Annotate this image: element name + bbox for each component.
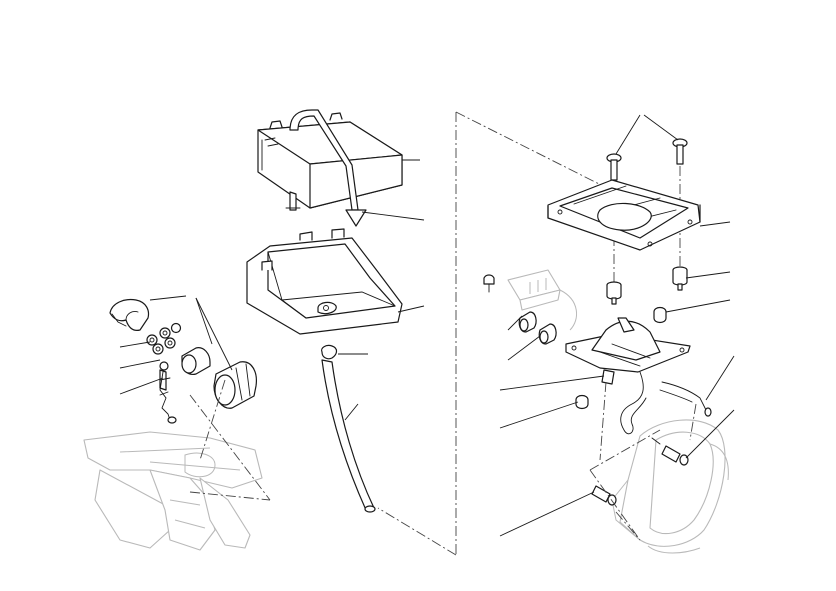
phantom-housing-right	[611, 419, 729, 554]
drain-hose	[321, 344, 376, 513]
centerline-markers	[189, 111, 616, 556]
wire-clip-part	[109, 298, 150, 331]
standoff-spacers	[606, 266, 688, 305]
connector-block	[483, 269, 578, 331]
fuse-cap-small	[181, 347, 211, 375]
washer-nut-set	[146, 322, 182, 355]
small-nut	[575, 394, 589, 410]
battery-tray	[246, 228, 403, 335]
battery-unit	[257, 112, 403, 211]
latch-spring	[620, 371, 712, 435]
phantom-frame-left	[83, 431, 263, 551]
callout-leaders	[119, 114, 735, 537]
base-plate	[565, 317, 691, 385]
rubber-bushings	[518, 306, 667, 345]
fuse-holder-chain	[159, 361, 177, 424]
phantom-dashdot-right	[589, 381, 697, 541]
mounting-bracket	[547, 179, 701, 251]
fuse-cap-large	[213, 361, 257, 409]
battery-hold-down-strap	[289, 109, 367, 227]
